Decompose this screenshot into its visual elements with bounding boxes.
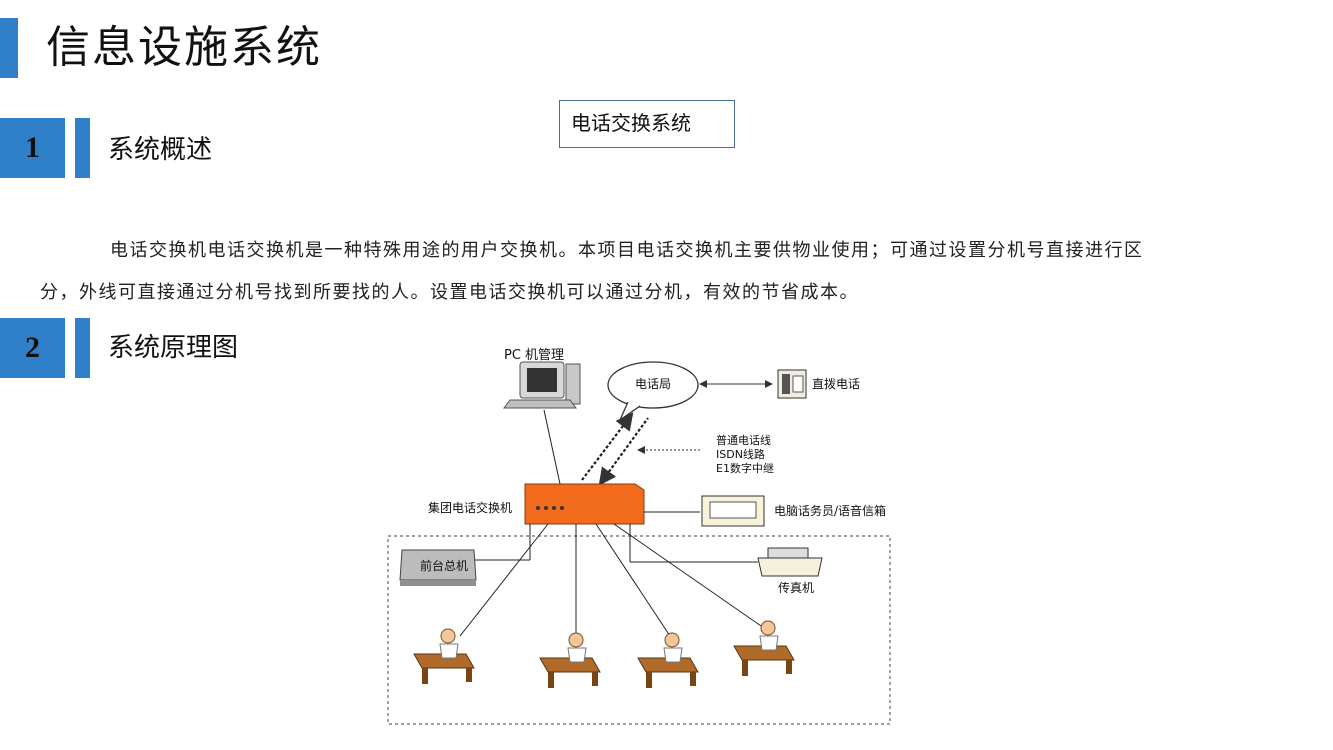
front-desk-console-icon xyxy=(399,549,477,586)
pc-computer-icon xyxy=(503,361,581,409)
page-title: 信息设施系统 xyxy=(46,22,322,73)
front-desk-label: 前台总机 xyxy=(420,558,468,573)
section-title-overview: 系统概述 xyxy=(108,135,213,165)
operator-desk-icon-4 xyxy=(733,620,795,676)
line-type-1: 普通电话线 xyxy=(716,433,771,447)
voicemail-label: 电脑话务员/语音信箱 xyxy=(774,503,886,518)
operator-desk-icon-3 xyxy=(637,632,699,688)
callout-text: 电话交换系统 xyxy=(571,111,691,135)
fax-machine-icon xyxy=(757,547,823,577)
pbx-switch-icon xyxy=(524,483,645,525)
operator-desk-icon-1 xyxy=(413,628,475,684)
direct-phone-label: 直拨电话 xyxy=(812,377,860,391)
section-stripe-2 xyxy=(75,318,90,378)
operator-desk-icon-2 xyxy=(539,632,601,688)
section-title-diagram: 系统原理图 xyxy=(108,333,239,363)
section-number-1: 1 xyxy=(0,118,65,178)
pc-label: PC 机管理 xyxy=(504,348,564,363)
title-accent-bar xyxy=(0,18,18,78)
line-type-3: E1数字中继 xyxy=(716,461,774,475)
central-office-label: 电话局 xyxy=(635,377,671,391)
system-diagram: PC 机管理 电话局 直拨电话 普通电话线 ISDN线路 E1数字中继 集团电话… xyxy=(387,348,891,725)
trunk-link-2 xyxy=(598,417,649,486)
voicemail-device-icon xyxy=(701,495,765,527)
internal-network-boundary xyxy=(387,535,891,725)
line-type-2: ISDN线路 xyxy=(716,447,765,461)
central-office-cloud-icon xyxy=(607,361,699,422)
direct-phone-icon xyxy=(777,369,807,399)
section-stripe-1 xyxy=(75,118,90,178)
overview-paragraph: 电话交换机电话交换机是一种特殊用途的用户交换机。本项目电话交换机主要供物业使用；… xyxy=(40,240,1144,303)
section-number-2: 2 xyxy=(0,318,65,378)
fax-label: 传真机 xyxy=(778,580,814,595)
trunk-link-1 xyxy=(581,412,634,481)
switch-label: 集团电话交换机 xyxy=(428,500,512,515)
callout-box: 电话交换系统 xyxy=(559,100,735,148)
